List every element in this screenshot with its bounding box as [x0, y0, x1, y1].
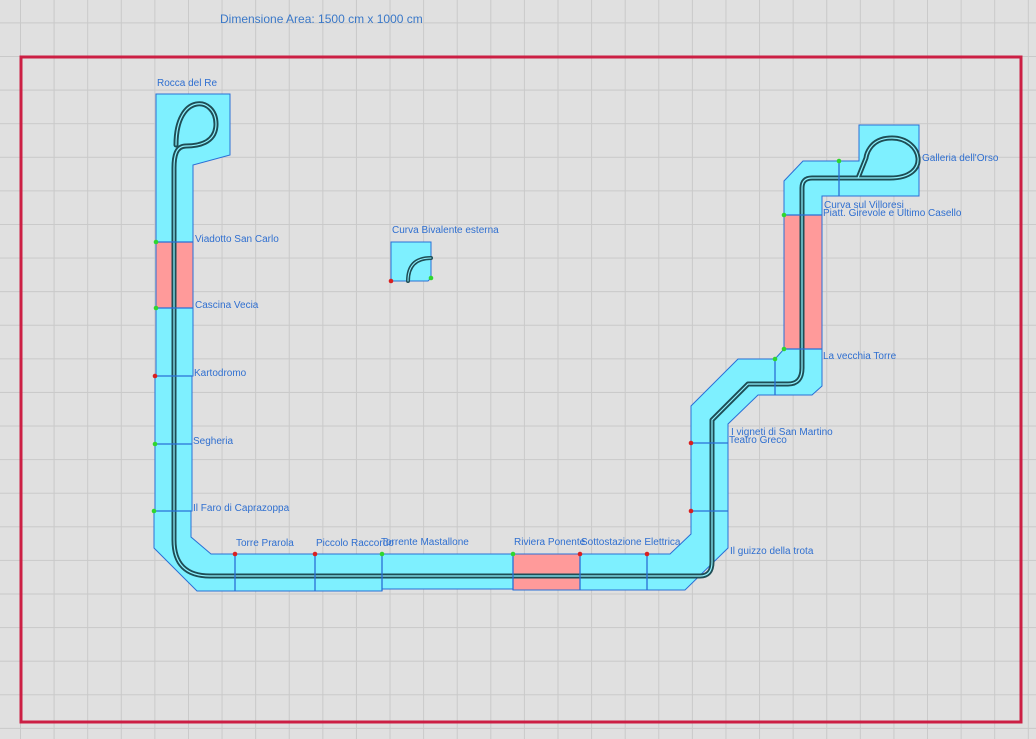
- label-curva-sul-villoresi: Curva sul Villoresi: [824, 200, 904, 211]
- label-sottostazione-elettrica: Sottostazione Elettrica: [581, 537, 681, 548]
- label-rocca-del-re: Rocca del Re: [157, 78, 217, 89]
- label-viadotto-san-carlo: Viadotto San Carlo: [195, 234, 279, 245]
- connector-dot: [232, 551, 238, 557]
- connector-dot: [152, 441, 158, 447]
- connector-dot: [781, 212, 787, 218]
- module-torrente-mastallone[interactable]: [381, 553, 514, 590]
- label-teatro-greco: Teatro Greco: [729, 435, 787, 446]
- label-il-guizzo-della-trota: Il guizzo della trota: [730, 546, 814, 557]
- connector-dot: [688, 440, 694, 446]
- connector-dot: [379, 551, 385, 557]
- connector-dot: [153, 239, 159, 245]
- connector-dot: [772, 356, 778, 362]
- module-piccolo-raccordo[interactable]: [314, 553, 383, 592]
- label-segheria: Segheria: [193, 436, 233, 447]
- connector-dot: [388, 278, 394, 284]
- label-piatt-girevole: Piatt. Girevole e Ultimo Casello: [823, 208, 962, 219]
- track: [171, 101, 921, 579]
- module-riviera-ponente[interactable]: [512, 553, 581, 591]
- label-torrente-mastallone: Torrente Mastallone: [381, 537, 469, 548]
- label-i-vigneti-di-san-martino: I vigneti di San Martino: [731, 427, 833, 438]
- track-rail-inner: [173, 103, 919, 577]
- connector-dot: [688, 508, 694, 514]
- label-riviera-ponente: Riviera Ponente: [514, 537, 586, 548]
- connector-dot: [836, 158, 842, 164]
- connector-dot: [510, 551, 516, 557]
- module-la-vecchia-torre[interactable]: [774, 348, 823, 396]
- label-piccolo-raccordo: Piccolo Raccordo: [316, 538, 394, 549]
- module-sottostazione-elettrica[interactable]: [579, 553, 648, 591]
- module-labels: Rocca del Re Viadotto San Carlo Cascina …: [157, 78, 999, 557]
- track-curva-bivalente-inner: [407, 257, 432, 282]
- module-rocca-del-re[interactable]: [155, 93, 231, 243]
- module-curva-bivalente-esterna[interactable]: [390, 241, 432, 282]
- connector-dot: [428, 275, 434, 281]
- connector-dot: [152, 373, 158, 379]
- label-cascina-vecia: Cascina Vecia: [195, 300, 259, 311]
- connectors: [151, 158, 842, 557]
- connector-dot: [312, 551, 318, 557]
- label-curva-bivalente-esterna: Curva Bivalente esterna: [392, 225, 499, 236]
- area-frame: [19, 55, 1023, 724]
- connector-dot: [781, 346, 787, 352]
- label-kartodromo: Kartodromo: [194, 368, 247, 379]
- module-torre-prarola[interactable]: [234, 553, 316, 592]
- module-il-faro-di-caprazoppa[interactable]: [153, 510, 236, 592]
- connector-dot: [153, 305, 159, 311]
- connector-dot: [644, 551, 650, 557]
- module-galleria-dell-orso[interactable]: [838, 124, 920, 197]
- area-dimension-label: Dimensione Area: 1500 cm x 1000 cm: [220, 12, 423, 26]
- connector-dot: [577, 551, 583, 557]
- label-la-vecchia-torre: La vecchia Torre: [823, 351, 897, 362]
- label-torre-prarola: Torre Prarola: [236, 538, 294, 549]
- label-galleria-dell-orso: Galleria dell'Orso: [922, 153, 999, 164]
- connector-dot: [151, 508, 157, 514]
- label-il-faro-di-caprazoppa: Il Faro di Caprazoppa: [193, 503, 290, 514]
- module-joints: [154, 161, 840, 591]
